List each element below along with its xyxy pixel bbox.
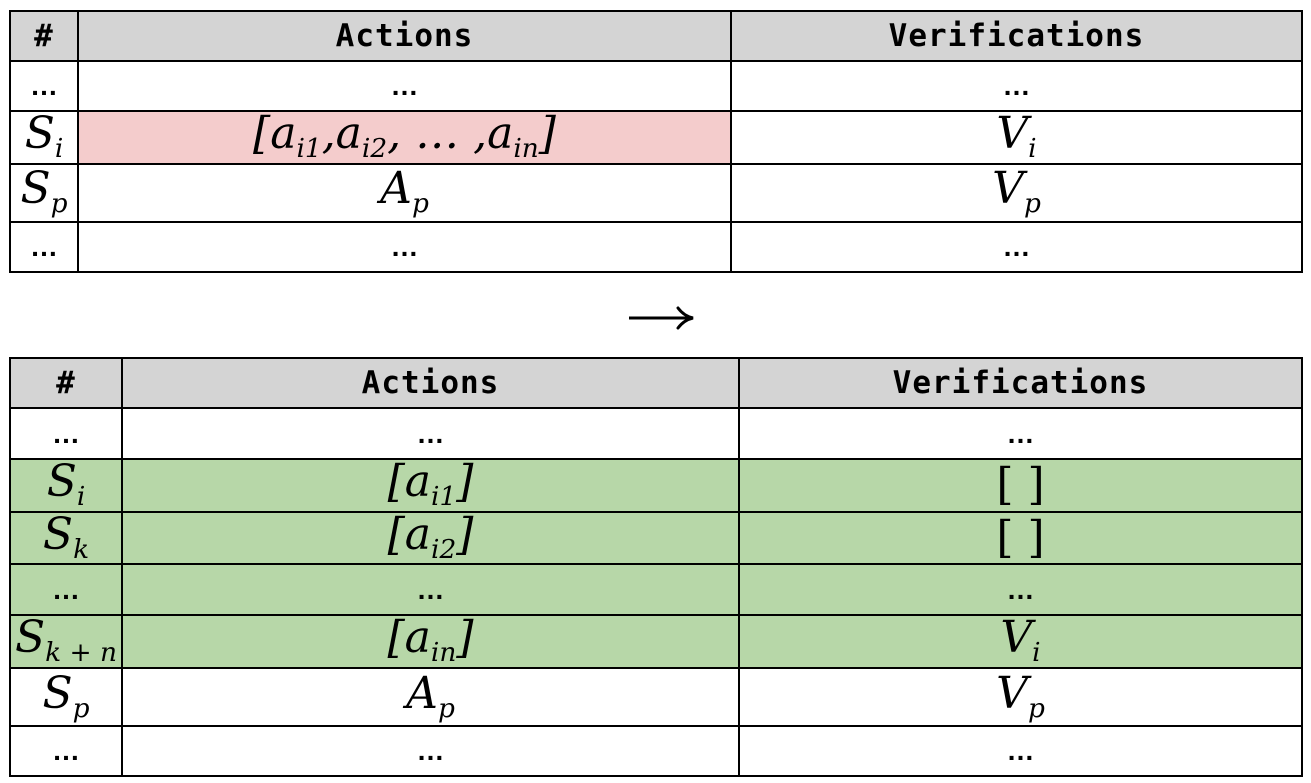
row-verifications: … (738, 563, 1303, 617)
header-verifications: Verifications (730, 10, 1303, 62)
row-num: Sk (9, 510, 123, 566)
header-actions: Actions (77, 10, 732, 62)
row-verifications: … (738, 407, 1303, 460)
header-verifications: Verifications (738, 357, 1303, 409)
row-actions: Ap (77, 162, 732, 223)
table-row-added: Si [ai1] [ ] (9, 458, 1303, 513)
table-row: … … … (9, 407, 1303, 460)
row-verifications: … (738, 724, 1303, 777)
right-arrow-icon (629, 306, 694, 330)
table-before: # Actions Verifications … … … Si [ai1,ai… (9, 10, 1303, 273)
row-verifications: Vp (730, 162, 1303, 223)
header-num: # (9, 10, 79, 62)
table-row: Sp Ap Vp (9, 162, 1303, 223)
row-actions: … (77, 220, 732, 273)
row-verifications: Vi (738, 614, 1303, 669)
row-num: … (9, 407, 123, 460)
table-row: … … … (9, 220, 1303, 273)
row-num: … (9, 220, 79, 273)
row-actions: [ai1] (121, 458, 740, 513)
row-actions: … (77, 60, 732, 112)
row-actions: Ap (121, 666, 740, 727)
row-verifications: Vi (730, 110, 1303, 165)
table-row-added: Sk [ai2] [ ] (9, 510, 1303, 566)
table-row: … … … (9, 60, 1303, 112)
row-verifications: [ ] (738, 510, 1303, 566)
table-row: … … … (9, 724, 1303, 777)
row-verifications: Vp (738, 666, 1303, 727)
row-actions-highlighted: [ai1,ai2, … ,ain] (77, 110, 732, 165)
header-num: # (9, 357, 123, 409)
header-row: # Actions Verifications (9, 10, 1303, 62)
row-num: Sp (9, 666, 123, 727)
header-row: # Actions Verifications (9, 357, 1303, 409)
row-actions: … (121, 407, 740, 460)
row-actions: … (121, 724, 740, 777)
table-row-added: Sk + n [ain] Vi (9, 614, 1303, 669)
row-num: … (9, 60, 79, 112)
row-num: Sk + n (9, 614, 123, 669)
table-after: # Actions Verifications … … … Si [ai1] [… (9, 357, 1303, 777)
table-row: Sp Ap Vp (9, 666, 1303, 727)
row-num: … (9, 724, 123, 777)
table-row-added: … … … (9, 563, 1303, 617)
header-actions: Actions (121, 357, 740, 409)
row-num: Si (9, 110, 79, 165)
row-num: … (9, 563, 123, 617)
row-actions: [ai2] (121, 510, 740, 566)
row-verifications: … (730, 220, 1303, 273)
row-num: Sp (9, 162, 79, 223)
table-row: Si [ai1,ai2, … ,ain] Vi (9, 110, 1303, 165)
row-actions: [ain] (121, 614, 740, 669)
row-verifications: … (730, 60, 1303, 112)
row-verifications: [ ] (738, 458, 1303, 513)
row-num: Si (9, 458, 123, 513)
row-actions: … (121, 563, 740, 617)
